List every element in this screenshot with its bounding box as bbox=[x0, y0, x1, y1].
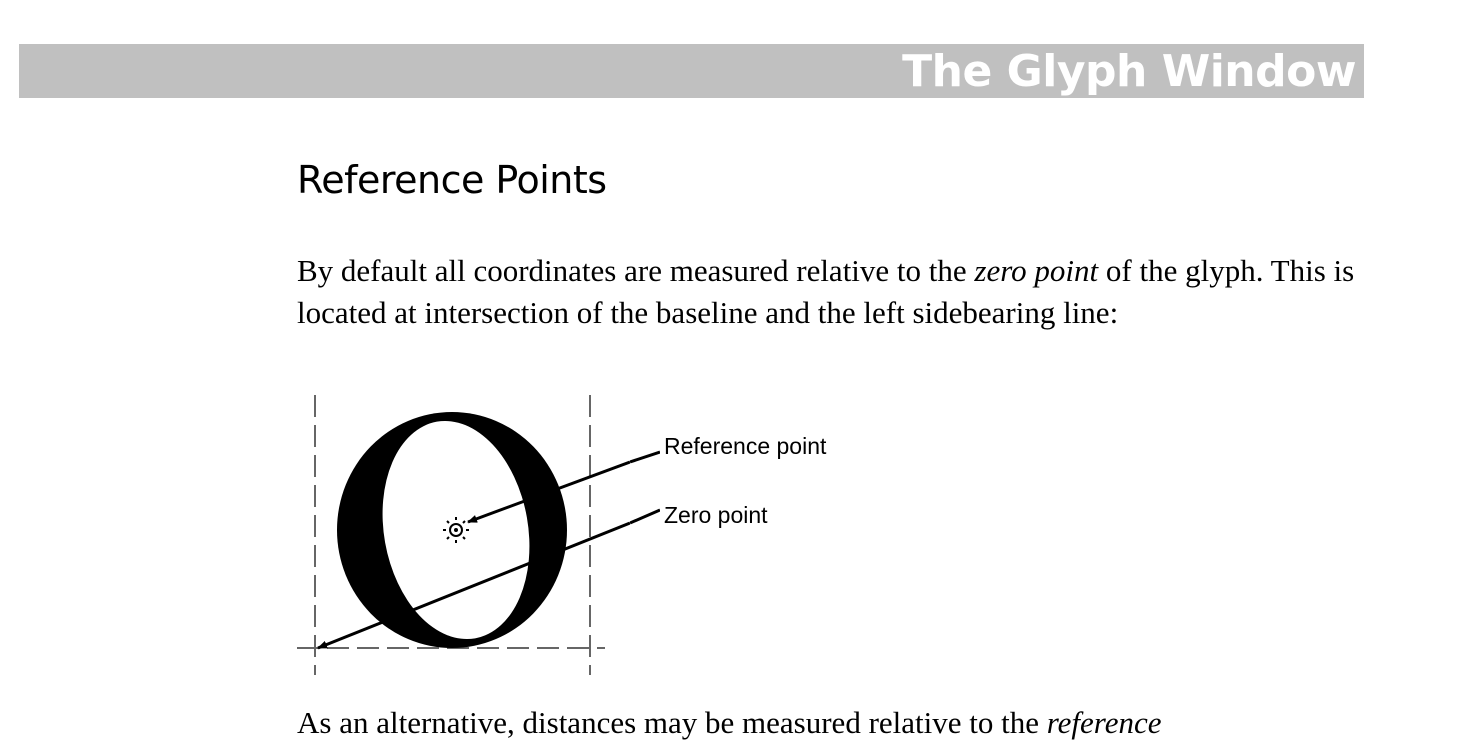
paragraph-reference-point: As an alternative, distances may be meas… bbox=[297, 702, 1377, 744]
text: By default all coordinates are measured … bbox=[297, 253, 975, 288]
sidebearing-lines bbox=[297, 395, 605, 675]
zero-point-label: Zero point bbox=[664, 502, 768, 528]
chapter-header-bar: The Glyph Window bbox=[19, 44, 1364, 98]
reference-point-label: Reference point bbox=[664, 433, 827, 459]
text: As an alternative, distances may be meas… bbox=[297, 705, 1047, 740]
reference-point-arrow bbox=[467, 460, 630, 524]
reference-point-icon bbox=[443, 517, 469, 543]
section-heading: Reference Points bbox=[297, 158, 607, 202]
glyph-o bbox=[337, 412, 567, 648]
emphasis: reference bbox=[1046, 705, 1162, 740]
glyph-figure bbox=[297, 395, 630, 675]
emphasis: zero point bbox=[974, 253, 1099, 288]
text: of the glyph. This is located at interse… bbox=[297, 253, 1355, 330]
chapter-title: The Glyph Window bbox=[902, 46, 1356, 97]
paragraph-zero-point: By default all coordinates are measured … bbox=[297, 250, 1377, 334]
zero-point-arrow bbox=[317, 521, 630, 650]
arrow-leaders bbox=[630, 450, 660, 525]
